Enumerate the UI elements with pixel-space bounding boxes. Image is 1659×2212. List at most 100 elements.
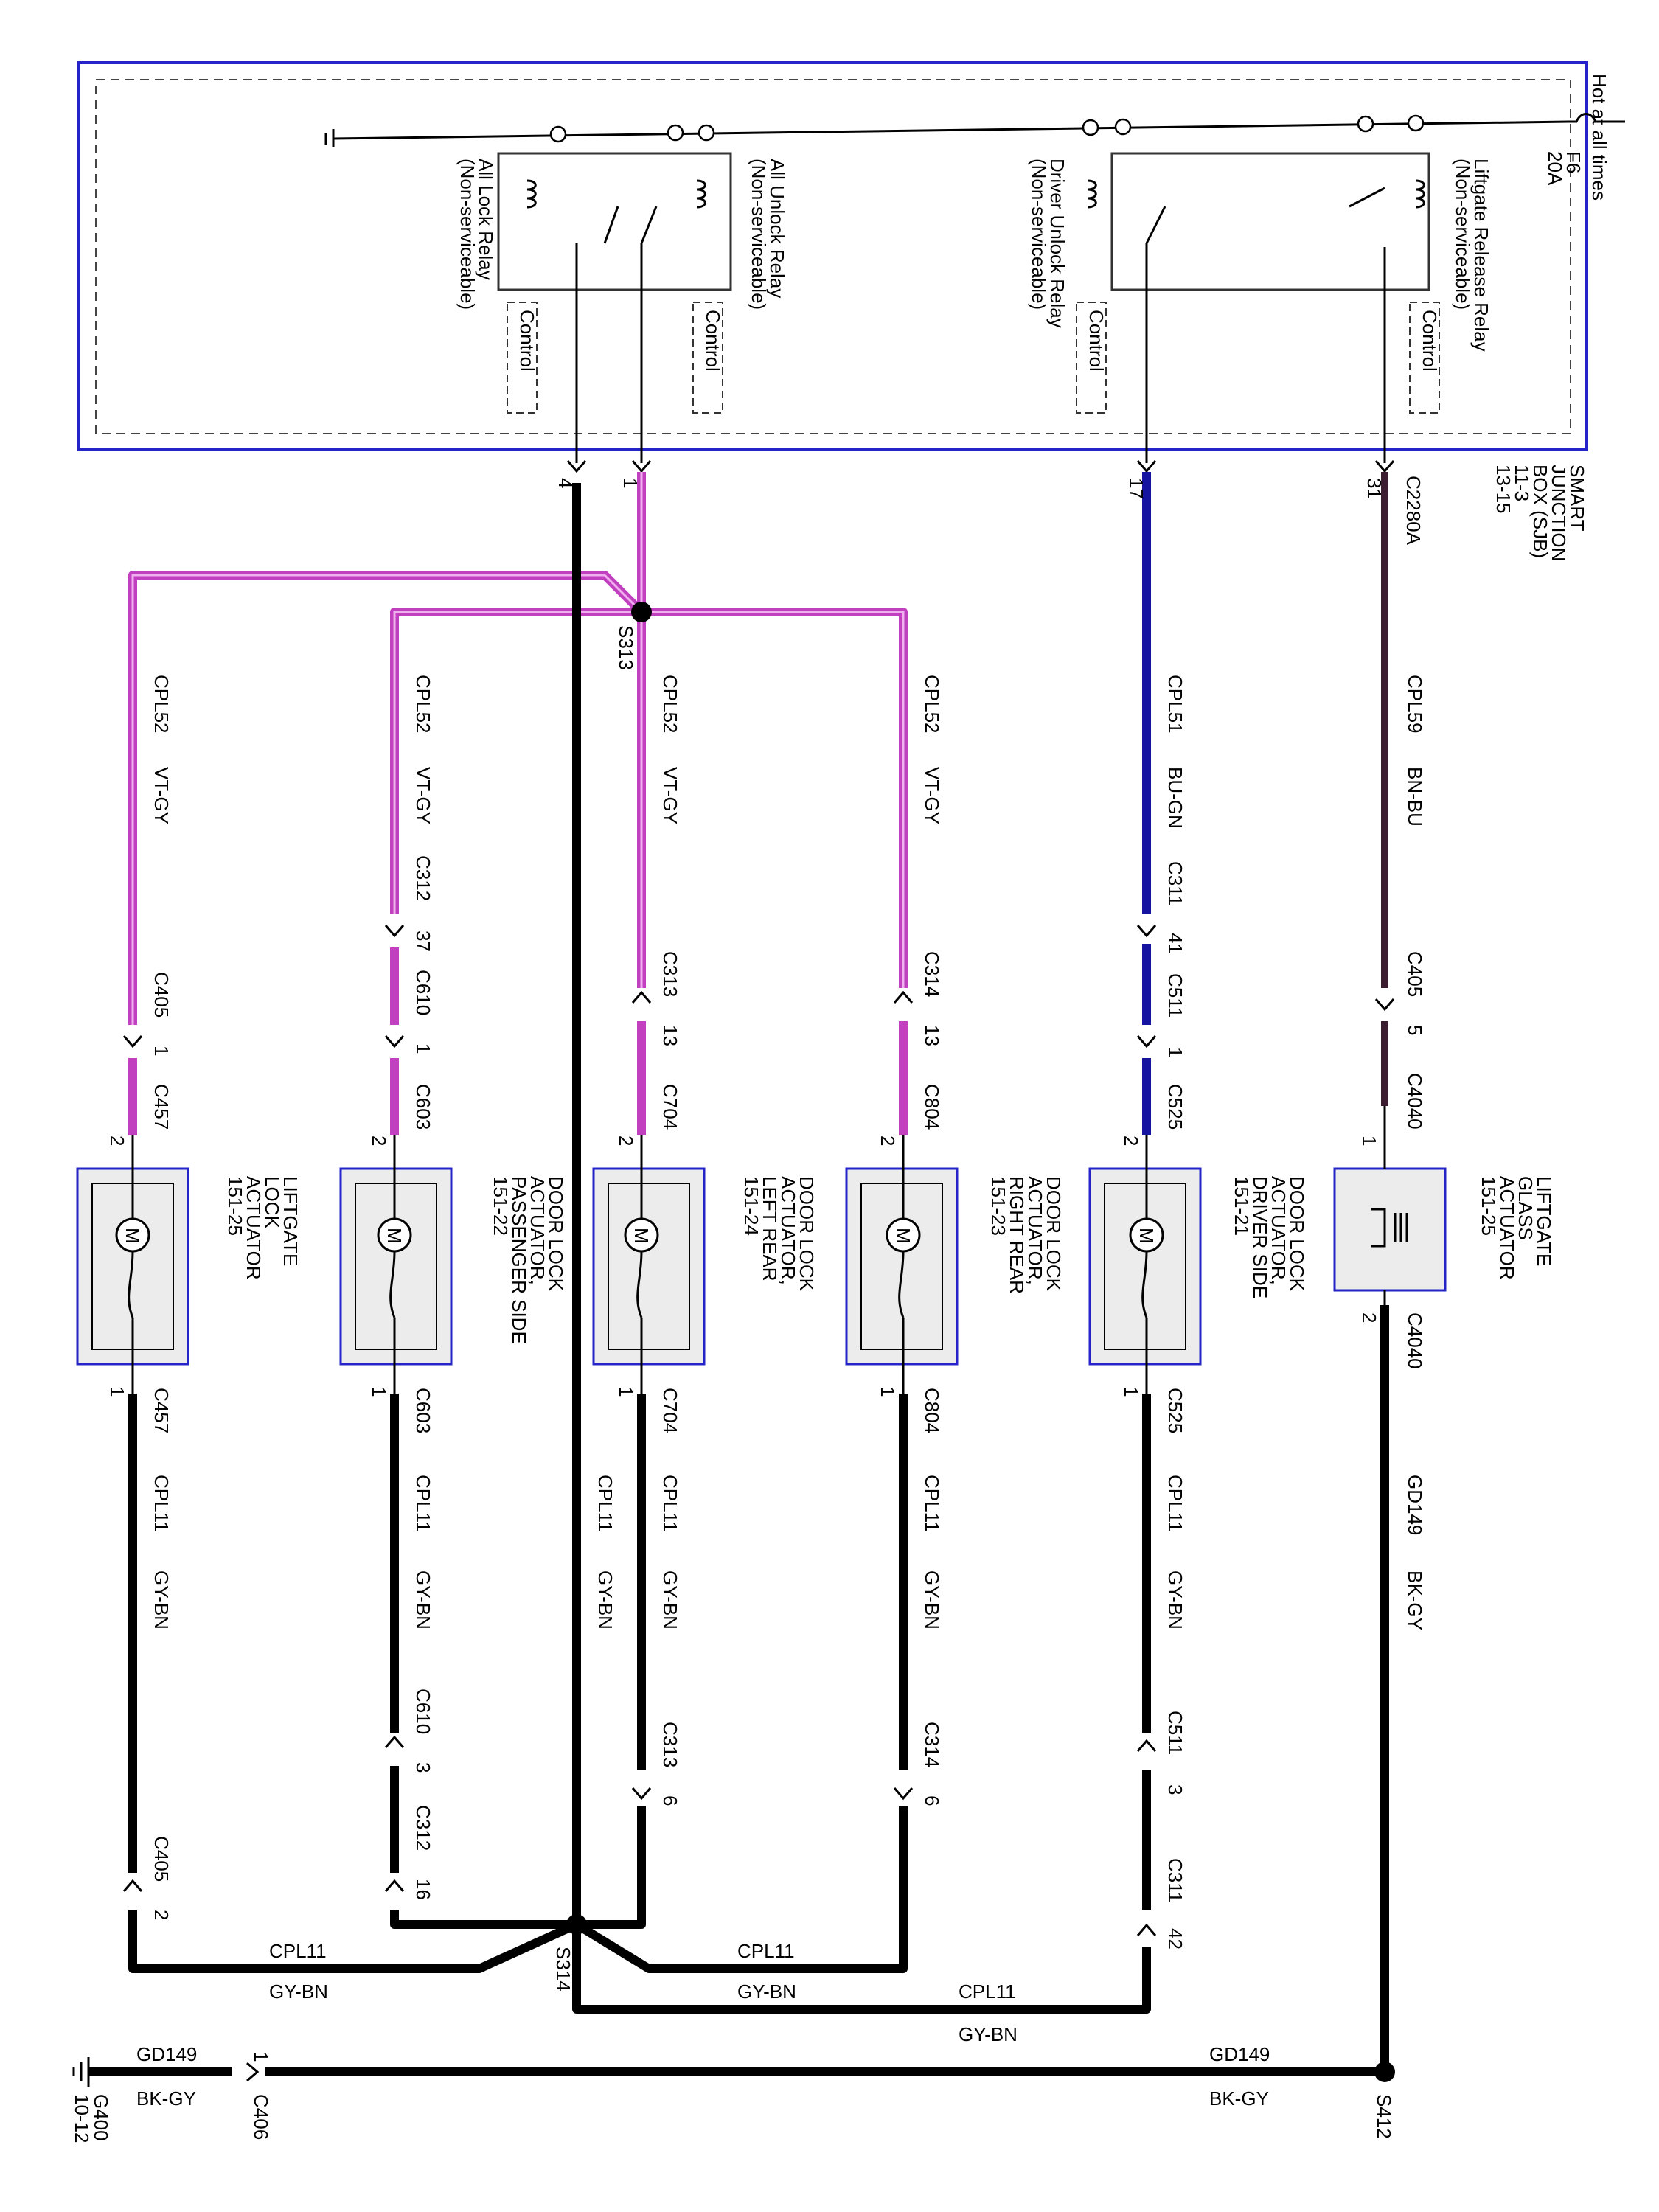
c314-6-pin: 6 [921, 1795, 943, 1806]
rr-label-3: 151-23 [987, 1176, 1009, 1236]
c312-37-pin: 37 [412, 931, 434, 952]
sjb-connector: C2280A [1402, 476, 1425, 546]
cpl11-rr: CPL11 [921, 1475, 943, 1532]
sjb-inner-border [95, 79, 1571, 434]
relay-1-note: (Non-serviceable) [1028, 159, 1050, 310]
sjb-output-chevrons [566, 460, 1395, 473]
cpl59-label: CPL59 [1404, 675, 1426, 734]
component-liftgate-glass [1333, 1106, 1447, 1305]
gd149-vert-label: GD149 [1404, 1475, 1426, 1535]
glass-label-3: 151-25 [1478, 1176, 1500, 1236]
vtgy-lr-label: VT-GY [659, 767, 681, 824]
sjb-box [77, 61, 1588, 451]
sjb-title-3: 11-3 [1511, 465, 1533, 501]
gybn-driver: GY-BN [1164, 1571, 1186, 1630]
rotated-labels: Hot at all times F6 20A SMART JUNCTION B… [71, 74, 1610, 2143]
c311-42: C311 [1164, 1858, 1186, 1902]
cpl52-rr-label: CPL52 [921, 675, 943, 734]
bugn-label: BU-GN [1164, 767, 1186, 829]
relay-coils [526, 179, 1425, 244]
gybn-lr: GY-BN [659, 1571, 681, 1630]
cpl11-lift: CPL11 [150, 1475, 173, 1532]
c406-pin: 1 [250, 2051, 272, 2062]
liftlock-pin-bot: 1 [106, 1386, 128, 1397]
c4040-top: C4040 [1404, 1073, 1426, 1130]
sjb-title-0: SMART [1566, 465, 1588, 532]
cpl11-driver: CPL11 [1164, 1475, 1186, 1532]
sjb-title-4: 13-15 [1492, 465, 1514, 514]
c313-13-pin: 13 [659, 1025, 681, 1046]
gybn-trunk: GY-BN [594, 1571, 616, 1630]
relay-frame-liftgate [1110, 152, 1430, 291]
cpl11-h1: CPL11 [269, 1940, 327, 1962]
relay-2-control: Control [702, 310, 724, 372]
c457-bot: C457 [150, 1388, 173, 1433]
motor-pass-glyph: M [383, 1228, 406, 1244]
motor-rr-glyph: M [892, 1228, 914, 1244]
glass-label-0: LIFTGATE [1533, 1176, 1555, 1266]
cpl52-pass-label: CPL52 [412, 675, 434, 734]
driver-pin-bot: 1 [1120, 1386, 1142, 1397]
pass-pin-top: 2 [368, 1135, 390, 1146]
bkgy-vert-label: BK-GY [1404, 1571, 1426, 1630]
glass-pin-bot: 2 [1358, 1312, 1380, 1323]
liftlock-label-1: LOCK [261, 1176, 283, 1228]
driver-label-0: DOOR LOCK [1286, 1176, 1308, 1292]
driver-label-2: DRIVER SIDE [1249, 1176, 1271, 1298]
sjb-internal-wires [575, 243, 1386, 463]
pass-label-2: PASSENGER SIDE [508, 1176, 530, 1344]
motor-lr-glyph: M [630, 1228, 653, 1244]
bkgy-h2: BK-GY [1209, 2087, 1269, 2110]
c525-bot: C525 [1164, 1388, 1186, 1433]
relay-0-control: Control [1419, 310, 1441, 372]
relay-2-note: (Non-serviceable) [748, 159, 770, 310]
relay-2-name: All Unlock Relay [766, 159, 788, 298]
c704-bot: C704 [659, 1388, 681, 1433]
sjb-title-1: JUNCTION [1548, 465, 1570, 561]
pin-4: 4 [554, 478, 577, 488]
fuse-f6-symbol [1569, 113, 1625, 123]
c511-1-pin: 1 [1164, 1047, 1186, 1057]
gybn-lift: GY-BN [150, 1571, 173, 1630]
control-boxes [507, 302, 1440, 414]
c405-2-pin: 2 [150, 1910, 173, 1920]
rr-label-0: DOOR LOCK [1043, 1176, 1065, 1292]
g400-ref: 10-12 [71, 2094, 93, 2143]
s412-label: S412 [1373, 2094, 1395, 2139]
gybn-h2: GY-BN [737, 1980, 796, 2003]
c511-1: C511 [1164, 973, 1186, 1018]
horizontal-labels: CPL11 GY-BN CPL11 GY-BN CPL11 GY-BN GD14… [136, 1940, 1270, 2110]
lr-pin-bot: 1 [615, 1386, 637, 1397]
pass-label-1: ACTUATOR, [526, 1176, 549, 1285]
s313-label: S313 [615, 625, 637, 670]
pass-pin-bot: 1 [368, 1386, 390, 1397]
rr-label-1: ACTUATOR, [1024, 1176, 1046, 1285]
bkgy-h1: BK-GY [136, 2087, 196, 2110]
glass-label-1: GLASS [1514, 1176, 1537, 1240]
inline-connector-chevrons [122, 925, 1395, 2082]
splice-s412 [1374, 2062, 1395, 2082]
c405-1-pin: 1 [150, 1046, 173, 1056]
c603-top: C603 [412, 1084, 434, 1130]
c405-2: C405 [150, 1836, 173, 1882]
c312-16: C312 [412, 1805, 434, 1851]
c311-41: C311 [1164, 861, 1186, 905]
gybn-h3: GY-BN [959, 2023, 1018, 2045]
driver-label-1: ACTUATOR, [1267, 1176, 1290, 1285]
relay-1-name: Driver Unlock Relay [1046, 159, 1068, 328]
gybn-h1: GY-BN [269, 1980, 328, 2003]
cpl51-label: CPL51 [1164, 675, 1186, 734]
c704-top: C704 [659, 1084, 681, 1130]
c405-1: C405 [150, 972, 173, 1018]
c313-13: C313 [659, 951, 681, 997]
motor-icons [115, 1217, 1164, 1253]
relay-terminals [549, 114, 1425, 143]
wire-cpl11-group [128, 483, 1151, 2014]
vtgy-rr-label: VT-GY [921, 767, 943, 824]
c405-5: C405 [1404, 951, 1426, 997]
lr-label-2: LEFT REAR [759, 1176, 781, 1281]
ground-icon [72, 2057, 90, 2087]
c610-1-pin: 1 [412, 1043, 434, 1054]
ground-bus-icon [324, 129, 335, 147]
pin-1: 1 [619, 478, 641, 488]
